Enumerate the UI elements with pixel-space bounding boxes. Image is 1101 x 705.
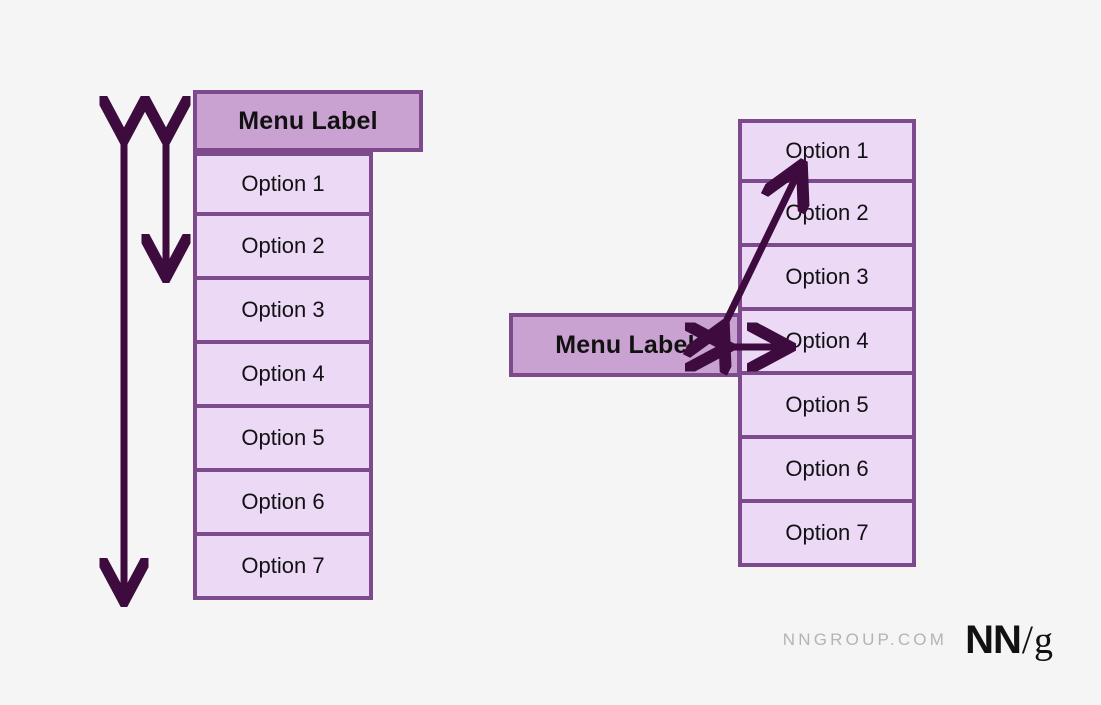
- right-option-item[interactable]: Option 7: [738, 503, 916, 567]
- watermark-url: NNGROUP.COM: [782, 629, 948, 649]
- watermark: NNGROUP.COM NN / g: [783, 616, 1053, 663]
- right-option-item[interactable]: Option 5: [738, 375, 916, 439]
- left-option-item[interactable]: Option 5: [193, 408, 373, 472]
- nng-logo: NN / g: [965, 616, 1053, 663]
- left-option-item[interactable]: Option 1: [193, 152, 373, 216]
- right-option-item[interactable]: Option 6: [738, 439, 916, 503]
- logo-slash-text: /: [1021, 617, 1033, 662]
- right-menu-label[interactable]: Menu Label: [509, 313, 741, 377]
- right-option-item[interactable]: Option 3: [738, 247, 916, 311]
- left-option-item[interactable]: Option 3: [193, 280, 373, 344]
- left-menu-label[interactable]: Menu Label: [193, 90, 423, 152]
- right-option-item[interactable]: Option 1: [738, 119, 916, 183]
- right-option-item[interactable]: Option 4: [738, 311, 916, 375]
- logo-nn-text: NN: [965, 618, 1022, 662]
- logo-g-text: g: [1034, 620, 1053, 662]
- right-option-item[interactable]: Option 2: [738, 183, 916, 247]
- right-option-list: Option 1 Option 2 Option 3 Option 4 Opti…: [738, 119, 916, 567]
- left-option-item[interactable]: Option 2: [193, 216, 373, 280]
- left-option-item[interactable]: Option 4: [193, 344, 373, 408]
- left-option-list: Option 1 Option 2 Option 3 Option 4 Opti…: [193, 152, 373, 600]
- left-option-item[interactable]: Option 7: [193, 536, 373, 600]
- left-option-item[interactable]: Option 6: [193, 472, 373, 536]
